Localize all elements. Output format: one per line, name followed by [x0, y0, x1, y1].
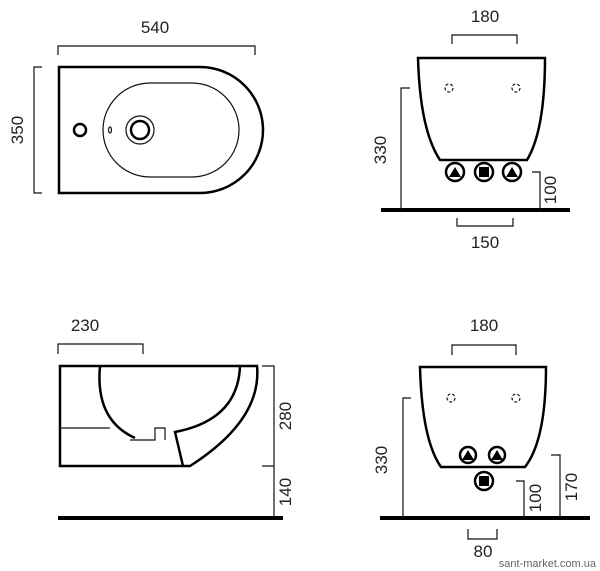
height-dimension: 330 [372, 446, 391, 474]
outlet-height-line [516, 480, 525, 518]
fixing-depth-bracket [57, 343, 144, 354]
side-view: 230 280 140 [57, 316, 295, 520]
inlet-height-dimension: 170 [562, 473, 581, 501]
fixing-hole [444, 83, 454, 93]
bowl-section [98, 365, 242, 467]
drain-ring [125, 115, 155, 145]
outlet-width-dimension: 80 [474, 542, 493, 561]
fixing-dimension: 180 [470, 316, 498, 335]
watermark: sant-market.com.ua [499, 558, 597, 570]
connection-icons [458, 445, 507, 492]
bidet-side-outline [58, 364, 259, 468]
fixing-hole [511, 393, 521, 403]
tap-hole [72, 122, 88, 138]
outlet-width-bracket [467, 529, 498, 540]
outlet-height-dimension: 100 [526, 484, 545, 512]
top-view: 540 350 [8, 18, 265, 195]
bidet-front-outline [418, 365, 548, 469]
fixing-dimension: 180 [471, 7, 499, 26]
fixing-depth-dimension: 230 [71, 316, 99, 335]
connection-icons [444, 161, 523, 183]
depth-dimension: 350 [8, 116, 27, 144]
width-bracket [57, 45, 256, 55]
inner-lines [60, 427, 166, 441]
fixing-hole [511, 83, 521, 93]
bowl-outline [102, 82, 240, 178]
floor-gap-dimension: 140 [276, 478, 295, 506]
bidet-outline [57, 65, 265, 195]
height-line [400, 87, 410, 210]
bowl-height-dimension: 280 [276, 402, 295, 430]
fixing-bracket [451, 344, 517, 355]
connection-height-dimension: 100 [541, 176, 560, 204]
height-dimension: 330 [371, 136, 390, 164]
inlet-height-line [551, 454, 561, 518]
spacing-dimension: 150 [471, 233, 499, 252]
overflow-hole [107, 126, 113, 134]
width-dimension: 540 [141, 18, 169, 37]
height-lines [262, 365, 275, 517]
bidet-front-outline [416, 56, 547, 162]
front-view-bottom: 180 330 170 100 80 [372, 316, 590, 561]
drain-icon [129, 119, 151, 141]
height-line [402, 397, 411, 518]
depth-bracket [33, 66, 42, 194]
front-view-top: 180 330 100 150 [371, 7, 570, 252]
spacing-bracket [456, 218, 514, 227]
fixing-bracket [451, 34, 518, 44]
fixing-hole [446, 393, 456, 403]
connection-height-line [532, 171, 541, 210]
